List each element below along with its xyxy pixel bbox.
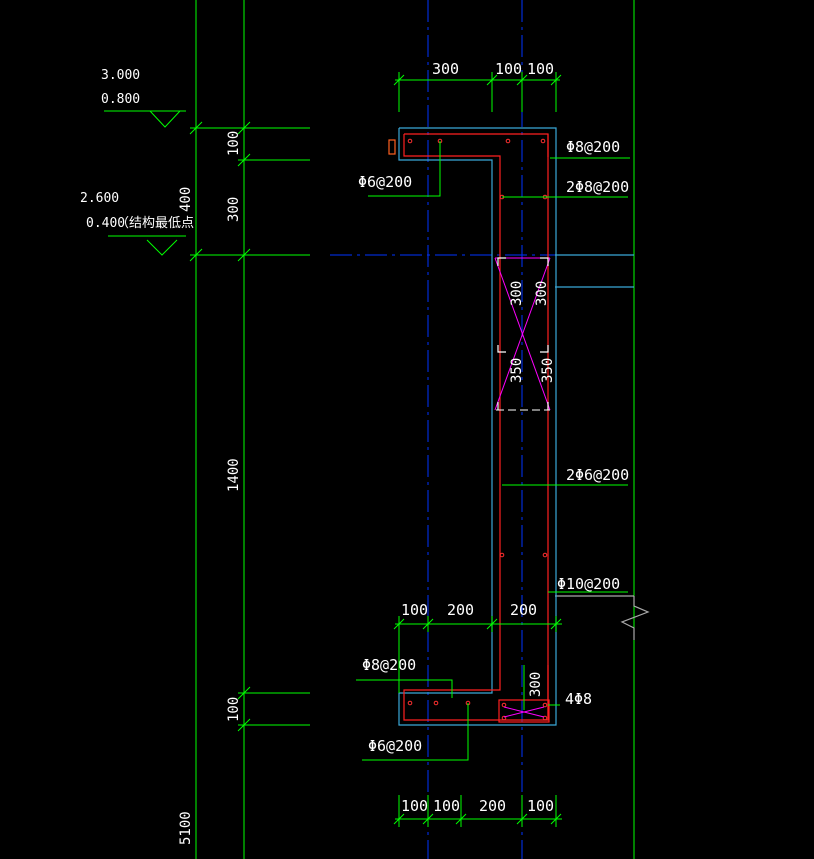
dim-left-300: 300 (226, 197, 242, 222)
leader-r8 (362, 703, 469, 761)
haunch-ticks (497, 257, 549, 410)
dim-top-300: 300 (432, 60, 459, 78)
dim-foot-100c: 100 (527, 797, 554, 815)
rebar-label-r8: Φ6@200 (368, 737, 422, 755)
dim-foot-ext (398, 795, 557, 827)
rebar-label-r1: Φ8@200 (566, 138, 620, 156)
rebar-top-inner (403, 134, 549, 721)
haunch-cross (503, 706, 545, 718)
dim-bottom-200b: 200 (510, 601, 537, 619)
elevation-top-b: 0.800 (101, 92, 140, 107)
rebar-label-r7: 4Φ8 (565, 690, 592, 708)
dim-bottom-100: 100 (401, 601, 428, 619)
dim-left-100-bot: 100 (226, 697, 242, 722)
rebar-label-r5: Φ10@200 (557, 575, 620, 593)
rebar-label-r6: Φ8@200 (362, 656, 416, 674)
elevation-mid-b: 0.400 (86, 216, 125, 231)
dim-bottom-200: 200 (447, 601, 474, 619)
rebar-hook (388, 139, 396, 155)
rebar-label-r3: 2Φ8@200 (566, 178, 629, 196)
dim-top-100a: 100 (495, 60, 522, 78)
dim-foot-200: 200 (479, 797, 506, 815)
dim-haunch-350b: 350 (540, 358, 556, 383)
dim-top-ticks (393, 74, 562, 86)
elevation-triangle (149, 110, 181, 128)
dim-top-ext (398, 72, 557, 112)
dim-foot-ticks (393, 813, 562, 825)
dim-haunch-350a: 350 (509, 358, 525, 383)
dim-bottom-ticks (393, 618, 562, 630)
elevation-top-a: 3.000 (101, 68, 140, 83)
dim-left-100-top: 100 (226, 131, 242, 156)
elevation-note: （结构最低点 (116, 216, 194, 231)
rebar-top (404, 133, 549, 157)
elevation-triangle (146, 239, 178, 256)
haunch-cross (494, 257, 551, 411)
dim-haunch-300b: 300 (534, 281, 550, 306)
dim-base-300: 300 (528, 672, 544, 697)
break-line (620, 596, 650, 640)
dim-left-400: 400 (178, 187, 194, 212)
dim-left-1400: 1400 (226, 458, 242, 492)
dim-foot-100a: 100 (401, 797, 428, 815)
rebar-label-r2: Φ6@200 (358, 173, 412, 191)
elevation-mid-a: 2.600 (80, 191, 119, 206)
leader-r2 (368, 141, 441, 197)
dim-haunch-300a: 300 (509, 281, 525, 306)
rebar-label-r4: 2Φ6@200 (566, 466, 629, 484)
dim-top-100b: 100 (527, 60, 554, 78)
dim-ticks-left (189, 121, 251, 732)
rebar-dots (407, 138, 548, 721)
dim-left-5100: 5100 (178, 811, 194, 845)
concrete-outline (398, 127, 557, 726)
leader-r6 (356, 679, 453, 698)
dim-foot-100b: 100 (433, 797, 460, 815)
